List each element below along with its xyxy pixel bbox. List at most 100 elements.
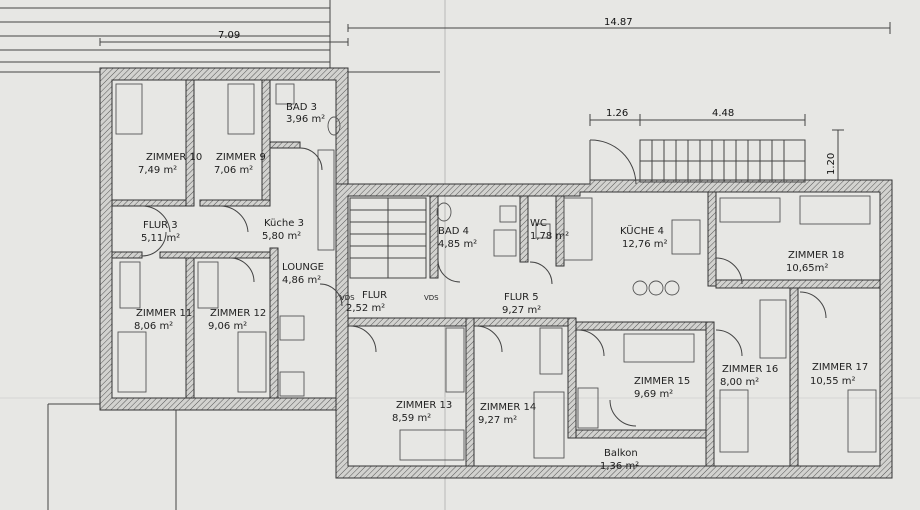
room-label: FLUR 5 xyxy=(504,292,539,303)
title-lines xyxy=(0,0,440,73)
vds-marker: VDS xyxy=(340,294,355,302)
bed xyxy=(399,429,465,461)
room-area: 10,55 m² xyxy=(810,376,856,387)
doors xyxy=(141,147,827,427)
room-label: ZIMMER 9 xyxy=(216,152,266,163)
kitchen-counter xyxy=(563,197,593,261)
exterior-stairs xyxy=(589,139,806,185)
bed xyxy=(623,333,695,363)
bed xyxy=(799,195,871,225)
room-label: ZIMMER 11 xyxy=(136,308,192,319)
bed xyxy=(115,83,143,135)
bed xyxy=(759,299,787,359)
room-label: LOUNGE xyxy=(282,262,324,273)
room-area: 5,11 m² xyxy=(141,233,180,244)
wall-z11-z12 xyxy=(185,257,195,399)
wardrobe xyxy=(719,197,781,223)
chair xyxy=(279,371,305,397)
room-area: 5,80 m² xyxy=(262,231,301,242)
dimension-left: 7.09 xyxy=(218,30,240,41)
wall-z18-corridor xyxy=(715,279,881,289)
room-label: ZIMMER 16 xyxy=(722,364,778,375)
bed xyxy=(533,391,565,459)
wall-z9-bad3 xyxy=(261,79,271,207)
wall-flur-z13 xyxy=(347,317,469,327)
room-area: 4,85 m² xyxy=(438,239,477,250)
furniture xyxy=(115,83,877,461)
room-label: Küche 3 xyxy=(264,218,304,229)
vds-marker: VDS xyxy=(424,294,439,302)
wall-bad3 xyxy=(269,141,301,149)
wall-flur-z12 xyxy=(159,251,271,259)
room-area: 3,96 m² xyxy=(286,114,325,125)
wall-z15-z16 xyxy=(705,321,715,467)
wall-z16-z17 xyxy=(789,287,799,467)
room-area: 12,76 m² xyxy=(622,239,668,250)
room-area: 9,69 m² xyxy=(634,389,673,400)
wall-z9-flur xyxy=(199,199,271,207)
table-seat xyxy=(664,280,680,296)
parcel-lines xyxy=(47,403,177,510)
room-area: 10,65m² xyxy=(786,263,828,274)
wall-z14-z15 xyxy=(567,317,577,439)
wall-z10-flur xyxy=(111,199,187,207)
room-labels: ZIMMER 10 7,49 m² ZIMMER 9 7,06 m² BAD 3… xyxy=(134,102,868,472)
room-label: ZIMMER 12 xyxy=(210,308,266,319)
wall-z10-z9 xyxy=(185,79,195,207)
table-seat xyxy=(632,280,648,296)
dimension-stair-depth: 1.20 xyxy=(826,153,837,175)
room-label: BAD 3 xyxy=(286,102,317,113)
wall-kueche-z18 xyxy=(707,191,717,287)
wall-flur-z11 xyxy=(111,251,143,259)
room-label: ZIMMER 18 xyxy=(788,250,844,261)
room-area: 7,49 m² xyxy=(138,165,177,176)
interior-staircase xyxy=(349,197,427,279)
room-area: 8,00 m² xyxy=(720,377,759,388)
shower xyxy=(493,229,517,257)
toilet xyxy=(327,116,341,136)
chair xyxy=(279,315,305,341)
wall-z13-z14 xyxy=(465,317,475,467)
room-label: FLUR xyxy=(362,290,387,301)
stove xyxy=(671,219,701,255)
room-area: 9,27 m² xyxy=(502,305,541,316)
room-area: 9,06 m² xyxy=(208,321,247,332)
bed xyxy=(227,83,255,135)
room-label: WC xyxy=(530,218,547,229)
room-area: 9,27 m² xyxy=(478,415,517,426)
wardrobe xyxy=(539,327,563,375)
room-area: 8,59 m² xyxy=(392,413,431,424)
wardrobe xyxy=(197,261,219,309)
bed xyxy=(237,331,267,393)
room-label: ZIMMER 15 xyxy=(634,376,690,387)
room-label: ZIMMER 10 xyxy=(146,152,202,163)
toilet xyxy=(436,202,452,222)
room-label: ZIMMER 13 xyxy=(396,400,452,411)
room-area: 1,78 m² xyxy=(530,231,569,242)
bed xyxy=(847,389,877,453)
wardrobe xyxy=(445,327,465,393)
wall-stair-bad4 xyxy=(429,195,439,279)
room-label: Balkon xyxy=(604,448,638,459)
room-area: 8,06 m² xyxy=(134,321,173,332)
wall-flur5-z15 xyxy=(575,321,707,331)
bed xyxy=(117,331,147,393)
wall-z12-lounge xyxy=(269,247,279,399)
room-label: ZIMMER 17 xyxy=(812,362,868,373)
wardrobe xyxy=(577,387,599,429)
kitchen-counter xyxy=(317,149,335,251)
bed xyxy=(719,389,749,453)
room-label: BAD 4 xyxy=(438,226,469,237)
room-area: 1,36 m² xyxy=(600,461,639,472)
walls xyxy=(99,67,893,479)
dimension-stair-length: 4.48 xyxy=(712,108,734,119)
wardrobe xyxy=(119,261,141,309)
shower xyxy=(275,83,295,105)
wall-bad4-wc xyxy=(519,195,529,263)
sink xyxy=(499,205,517,223)
room-area: 4,86 m² xyxy=(282,275,321,286)
room-label: ZIMMER 14 xyxy=(480,402,536,413)
room-area: 2,52 m² xyxy=(346,303,385,314)
